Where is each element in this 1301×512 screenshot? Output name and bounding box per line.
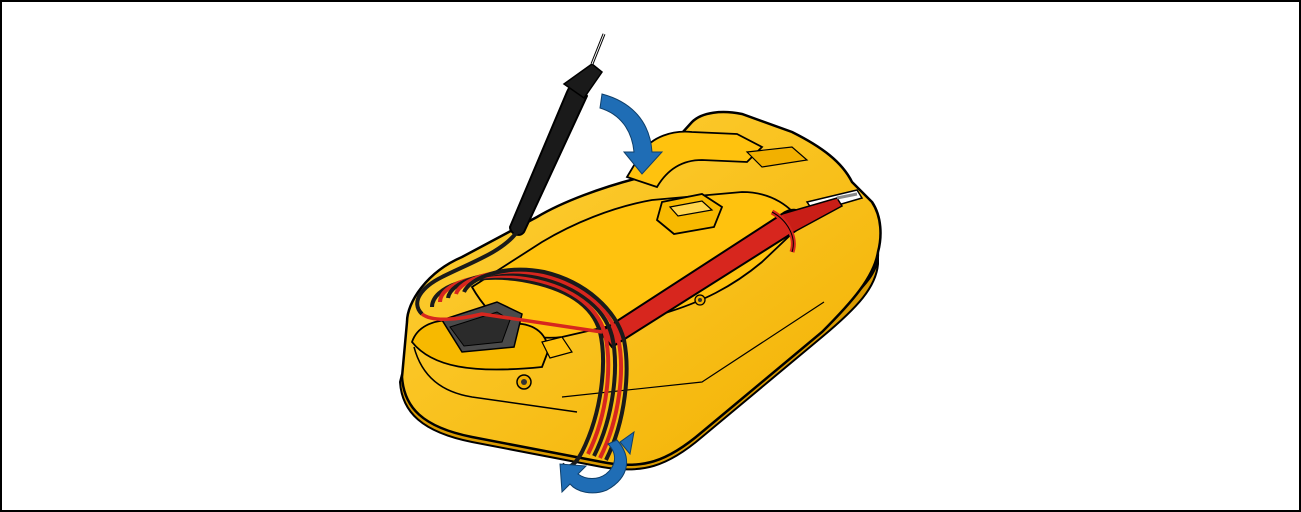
front-screw-hole: [521, 379, 527, 385]
black-probe-tip-highlight: [592, 34, 604, 64]
arrow-top-icon: [600, 94, 662, 174]
back-screw-hole: [698, 298, 702, 302]
